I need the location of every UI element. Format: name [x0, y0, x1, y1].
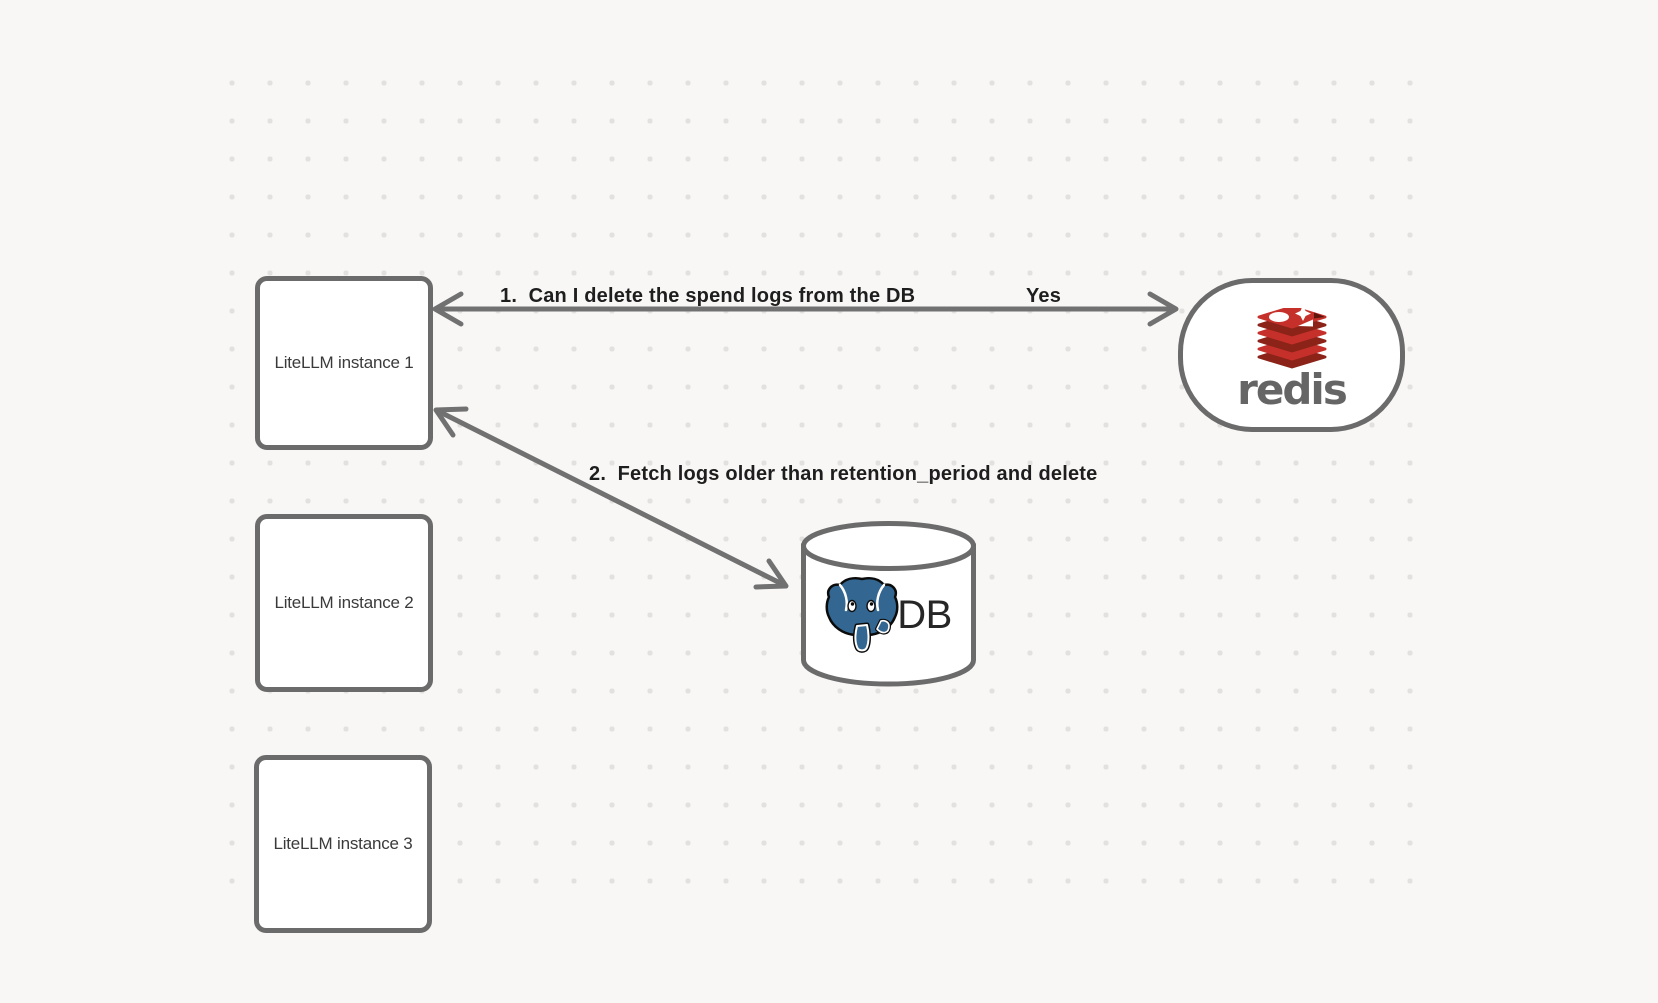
- node-litellm-instance-1[interactable]: LiteLLM instance 1: [255, 276, 433, 450]
- node-label: LiteLLM instance 2: [274, 593, 414, 612]
- redis-stack-icon: [1257, 308, 1326, 369]
- postgresql-elephant-icon: [825, 577, 899, 653]
- arrowhead-right-icon: [1147, 291, 1179, 327]
- node-label: LiteLLM instance 1: [274, 353, 414, 372]
- redis-wordmark: redis: [1237, 365, 1348, 414]
- dot-grid: [224, 75, 1418, 889]
- node-database[interactable]: DB: [800, 520, 977, 690]
- edge-litellm1-db[interactable]: [433, 406, 789, 590]
- arrowhead-downright-icon: [753, 558, 789, 590]
- node-litellm-instance-2[interactable]: LiteLLM instance 2: [255, 514, 433, 692]
- arrowhead-left-icon: [432, 291, 464, 327]
- edge-litellm1-redis[interactable]: [432, 291, 1179, 327]
- arrowhead-upleft-icon: [433, 406, 469, 438]
- node-litellm-instance-3[interactable]: LiteLLM instance 3: [254, 755, 432, 933]
- database-label: DB: [897, 592, 952, 637]
- edge1-response-label[interactable]: Yes: [1026, 285, 1062, 307]
- edge2-label[interactable]: 2. Fetch logs older than retention_perio…: [589, 463, 1098, 485]
- node-label: LiteLLM instance 3: [273, 834, 413, 853]
- node-redis[interactable]: redis: [1178, 278, 1405, 432]
- edge1-label[interactable]: 1. Can I delete the spend logs from the …: [500, 285, 916, 307]
